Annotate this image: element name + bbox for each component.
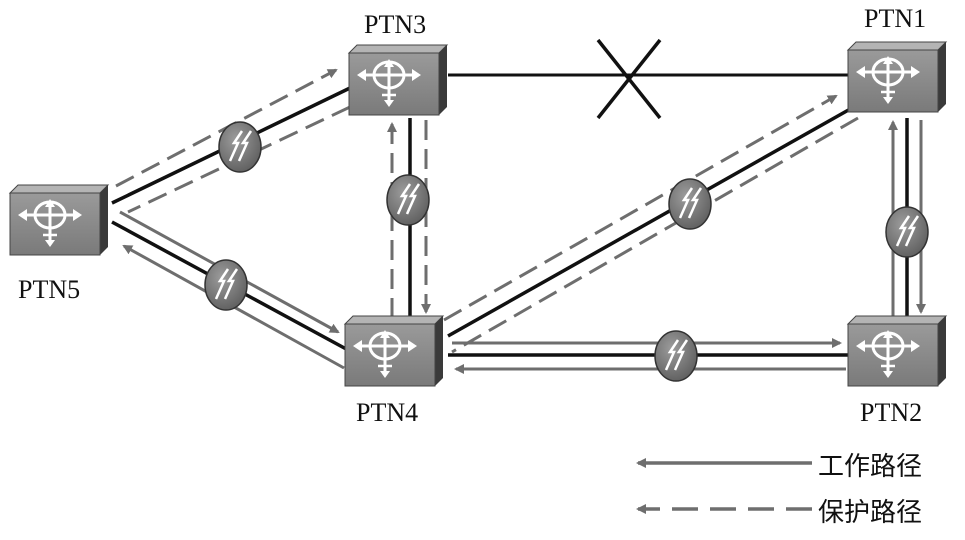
protection-path-ptn4-ptn1 bbox=[443, 94, 838, 322]
router-icon-ptn1 bbox=[846, 40, 948, 114]
link-failure-icon bbox=[596, 38, 662, 120]
fiber-link-icon bbox=[203, 258, 249, 312]
legend-working-path-label: 工作路径 bbox=[818, 452, 923, 482]
node-label-ptn3: PTN3 bbox=[364, 10, 427, 39]
node-label-ptn2: PTN2 bbox=[860, 398, 923, 427]
fiber-link-icon bbox=[884, 205, 930, 259]
fiber-link-icon bbox=[653, 329, 699, 383]
router-icon-ptn3 bbox=[347, 43, 449, 117]
working-path-ptn4-ptn1 bbox=[447, 106, 853, 338]
node-label-ptn5: PTN5 bbox=[18, 275, 81, 304]
router-icon-ptn2 bbox=[846, 314, 948, 388]
node-label-ptn1: PTN1 bbox=[864, 4, 927, 33]
router-icon-ptn5 bbox=[8, 183, 110, 257]
fiber-link-icon bbox=[385, 173, 431, 227]
protection-path-ptn1-ptn4 bbox=[451, 116, 859, 354]
router-icon-ptn4 bbox=[343, 314, 445, 388]
node-label-ptn4: PTN4 bbox=[356, 398, 419, 427]
fiber-link-icon bbox=[667, 177, 713, 231]
fiber-link-icon bbox=[217, 120, 263, 174]
legend-protection-path-label: 保护路径 bbox=[818, 498, 923, 528]
